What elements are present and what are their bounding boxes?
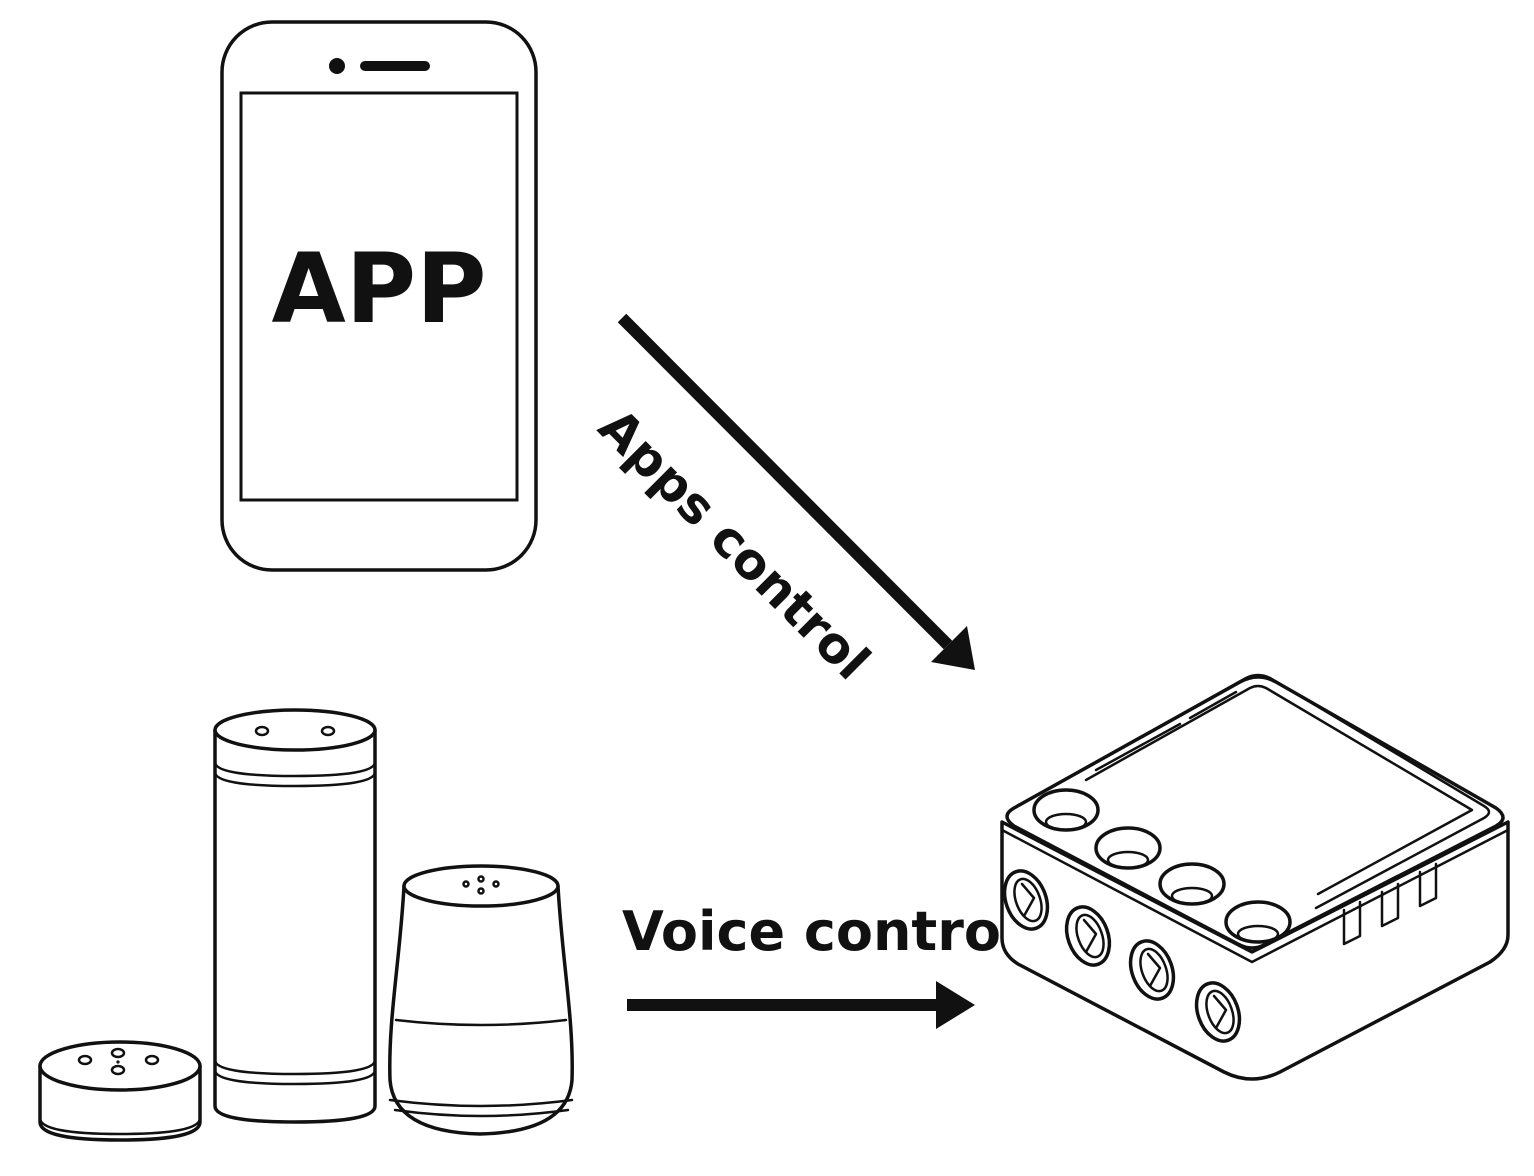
- top-port-icon: [1224, 900, 1292, 944]
- smart-controller-box-icon: [1000, 673, 1510, 1081]
- voice-control-arrow: [627, 981, 975, 1029]
- speaker-slot-icon: [360, 61, 430, 71]
- top-port-icon: [1094, 826, 1162, 870]
- apps-control-label: Apps control: [588, 397, 882, 691]
- voice-control-label: Voice control: [622, 900, 1020, 963]
- top-port-icon: [1158, 862, 1226, 906]
- side-port-icon: [1002, 869, 1050, 931]
- mounting-clip-icon: [1338, 854, 1442, 946]
- home-speaker-icon: [388, 864, 574, 1136]
- top-port-icon: [1032, 788, 1100, 832]
- phone-screen-text: APP: [271, 233, 486, 345]
- phone-screen: [239, 91, 519, 502]
- smartphone-icon: APP: [220, 20, 538, 572]
- front-camera-icon: [329, 58, 345, 74]
- apps-control-arrow: [617, 313, 975, 670]
- arrowhead-icon: [931, 626, 975, 670]
- side-port-icon: [1064, 905, 1112, 967]
- small-puck-speaker-icon: [38, 1040, 202, 1142]
- side-port-icon: [1128, 939, 1176, 1001]
- side-port-icon: [1194, 981, 1242, 1043]
- tall-cylinder-speaker-icon: [213, 708, 377, 1124]
- arrowhead-icon: [936, 981, 975, 1029]
